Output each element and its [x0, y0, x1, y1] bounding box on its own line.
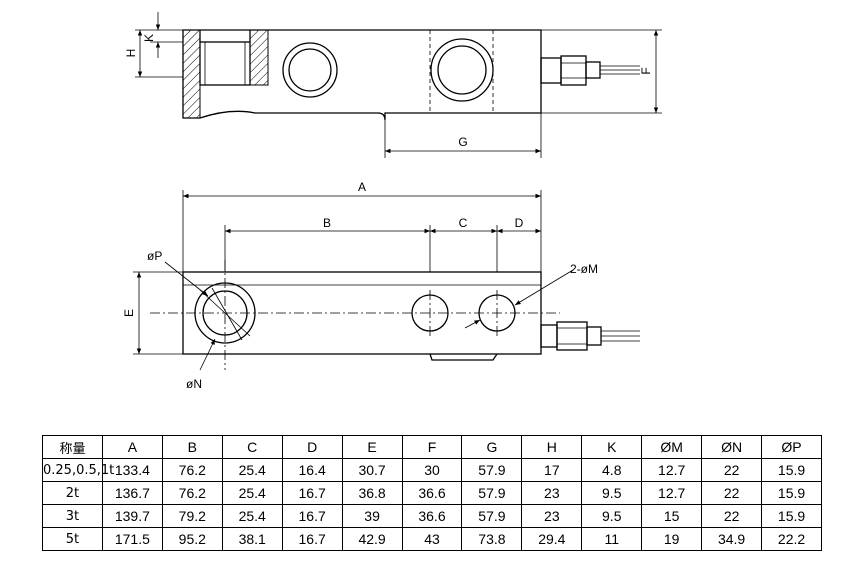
threaded-bore [199, 41, 251, 86]
table-cell: 57.9 [461, 481, 523, 505]
table-cell: 39 [341, 504, 403, 528]
top-view-body-outline [182, 29, 542, 121]
header-E: E [341, 435, 403, 459]
table-cell: 15.9 [761, 504, 822, 528]
label-G: G [458, 135, 467, 149]
label-D: D [515, 216, 524, 230]
header-B: B [161, 435, 223, 459]
label-C: C [459, 216, 468, 230]
label-P: øP [147, 249, 162, 263]
label-H: H [124, 49, 138, 58]
table-cell: 16.7 [281, 481, 343, 505]
header-C: C [221, 435, 283, 459]
table-cell: 9.5 [581, 481, 643, 505]
table-cell: 15 [641, 504, 703, 528]
table-cell: 30 [401, 458, 463, 482]
table-cell: 22 [701, 504, 763, 528]
table-cell: 57.9 [461, 458, 523, 482]
table-cell: 57.9 [461, 504, 523, 528]
label-N: øN [186, 377, 202, 391]
bottom-relief [429, 353, 498, 361]
table-cell: 23 [521, 504, 583, 528]
table-cell: 15.9 [761, 481, 822, 505]
label-K: K [142, 34, 156, 42]
header-P: ØP [761, 435, 822, 459]
table-cell: 73.8 [461, 527, 523, 551]
table-cell: 43 [401, 527, 463, 551]
table-cell: 12.7 [641, 481, 703, 505]
label-M: 2-øM [570, 262, 598, 276]
table-cell: 136.7 [101, 481, 163, 505]
table-cell: 25.4 [221, 458, 283, 482]
table-cell: 16.7 [281, 504, 343, 528]
table-cell: 34.9 [701, 527, 763, 551]
table-header-row: 称量 A B C D E F G H K ØM ØN ØP [42, 435, 822, 459]
table-cell: 19 [641, 527, 703, 551]
table-cell: 36.8 [341, 481, 403, 505]
table-cell: 139.7 [101, 504, 163, 528]
table-cell: 25.4 [221, 504, 283, 528]
table-cell: 23 [521, 481, 583, 505]
table-cell-capacity: 0.25,0.5,1t [42, 458, 114, 482]
section-hatch-right [249, 29, 269, 86]
table-cell: 22 [701, 458, 763, 482]
table-cell-capacity: 5t [42, 527, 103, 551]
table-cell: 95.2 [161, 527, 223, 551]
leader-M [514, 269, 574, 306]
table-cell-capacity: 3t [42, 504, 103, 528]
table-cell: 42.9 [341, 527, 403, 551]
label-B: B [323, 216, 331, 230]
table-cell: 12.7 [641, 458, 703, 482]
table-cell: 36.6 [401, 481, 463, 505]
table-cell: 76.2 [161, 458, 223, 482]
leader-P [164, 261, 209, 297]
header-A: A [101, 435, 163, 459]
top-cable-connector [540, 55, 640, 86]
table-cell: 15.9 [761, 458, 822, 482]
label-A: A [358, 180, 366, 194]
table-cell: 171.5 [101, 527, 163, 551]
header-N: ØN [701, 435, 763, 459]
side-hole-1 [282, 42, 338, 98]
plan-view: A B C D øP øN 2-øM [122, 180, 640, 391]
header-F: F [401, 435, 463, 459]
table-cell: 133.4 [101, 458, 163, 482]
table-cell: 38.1 [221, 527, 283, 551]
table-cell: 22 [701, 481, 763, 505]
table-cell: 25.4 [221, 481, 283, 505]
table-cell: 30.7 [341, 458, 403, 482]
table-cell: 16.4 [281, 458, 343, 482]
spec-table: 称量 A B C D E F G H K ØM ØN ØP 0.25,0.5,1… [42, 435, 822, 551]
table-cell: 79.2 [161, 504, 223, 528]
header-D: D [281, 435, 343, 459]
header-M: ØM [641, 435, 703, 459]
label-F: F [639, 67, 653, 74]
header-capacity: 称量 [42, 435, 103, 459]
top-view: H K F G [124, 12, 662, 158]
label-E: E [122, 309, 136, 317]
table-cell: 76.2 [161, 481, 223, 505]
header-G: G [461, 435, 523, 459]
side-hole-2 [430, 38, 494, 102]
table-cell: 16.7 [281, 527, 343, 551]
section-hatch-left [182, 29, 201, 119]
plan-cable-connector [540, 321, 640, 351]
table-cell: 36.6 [401, 504, 463, 528]
header-H: H [521, 435, 583, 459]
table-cell: 17 [521, 458, 583, 482]
header-K: K [581, 435, 643, 459]
table-cell: 11 [581, 527, 643, 551]
leader-N [199, 338, 216, 371]
table-cell-capacity: 2t [42, 481, 103, 505]
table-cell: 29.4 [521, 527, 583, 551]
table-cell: 9.5 [581, 504, 643, 528]
table-cell: 4.8 [581, 458, 643, 482]
table-cell: 22.2 [761, 527, 822, 551]
